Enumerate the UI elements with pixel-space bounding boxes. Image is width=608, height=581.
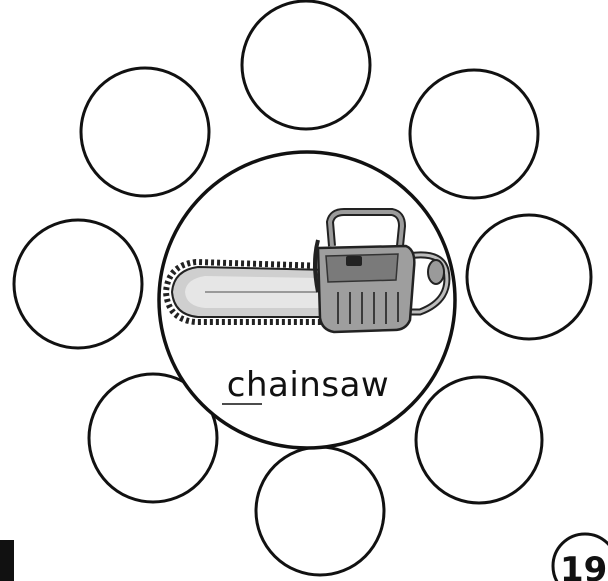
blank-circle-top — [240, 0, 372, 131]
blank-circle-bottom-left — [87, 372, 219, 504]
center-word: chainsaw — [227, 365, 389, 405]
left-edge-bar — [0, 540, 14, 581]
blank-circle-left — [12, 218, 144, 350]
page-number-badge — [551, 532, 608, 581]
blank-circle-top-left — [79, 66, 211, 198]
blank-circle-right — [465, 213, 593, 341]
blank-circle-bottom — [254, 445, 386, 577]
blank-circle-bottom-right — [414, 375, 544, 505]
page-number: 195 — [560, 550, 608, 581]
chainsaw-illustration — [162, 208, 451, 334]
blank-circle-top-right — [408, 68, 540, 200]
